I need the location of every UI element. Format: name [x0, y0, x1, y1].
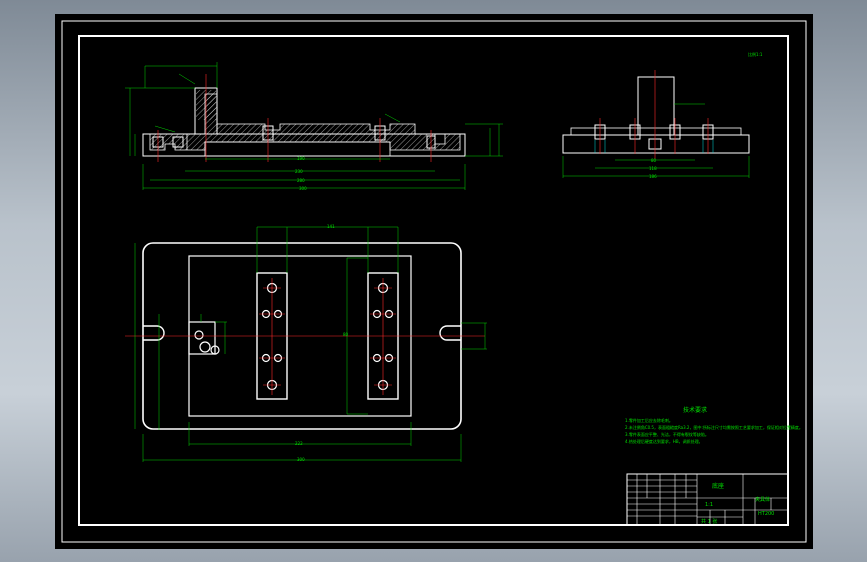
svg-text:80: 80 — [651, 158, 657, 163]
counterbore-left2 — [172, 136, 184, 148]
cad-drawing[interactable]: 比例1:1 — [55, 14, 813, 549]
slot-left — [143, 325, 165, 341]
svg-text:190: 190 — [297, 156, 305, 161]
material: HT200 — [758, 511, 774, 517]
drawing-sheet: 比例1:1 — [55, 14, 813, 549]
svg-text:118: 118 — [649, 166, 657, 171]
front-dimensions — [125, 62, 503, 190]
holes — [194, 282, 394, 391]
inner-border — [78, 35, 789, 526]
svg-text:186: 186 — [649, 174, 657, 179]
part-name: 底座 — [712, 482, 724, 490]
side-post — [637, 76, 675, 136]
drawing-number: 夹具体 — [755, 496, 770, 503]
svg-text:222: 222 — [295, 441, 303, 446]
plan-view: 300 222 141 80 — [125, 224, 487, 462]
tech-requirements: 技术要求 1.零件加工后应去除毛刺。 2.未注倒角C0.5，表面粗糙度Ra3.2… — [625, 406, 803, 444]
scale-value: 1:1 — [705, 502, 713, 508]
sheet-count: 共 1 张 — [701, 518, 717, 525]
tech-item-1: 1.零件加工后应去除毛刺。 — [625, 417, 673, 423]
slot-right — [439, 325, 461, 341]
post-block — [188, 321, 216, 355]
side-counterbores — [594, 124, 714, 150]
base-recess — [204, 141, 391, 157]
svg-text:300: 300 — [297, 457, 305, 462]
front-section-view: 190 230 280 300 — [125, 62, 503, 191]
side-base — [562, 134, 750, 154]
tech-item-2: 2.未注倒角C0.5，表面粗糙度Ra3.2，图中:所标注尺寸均需按照工艺要求加工… — [625, 424, 803, 430]
svg-text:230: 230 — [295, 169, 303, 174]
tech-item-4: 4.热处理后硬度达到要求，HB，调质处理。 — [625, 438, 703, 444]
tech-item-3: 3.零件表面应平整、光洁，不得有裂纹等缺陷。 — [625, 431, 709, 437]
side-step — [570, 127, 742, 136]
svg-text:280: 280 — [297, 178, 305, 183]
title-block: 底座 夹具体 1:1 HT200 共 1 张 — [626, 473, 789, 526]
outer-border — [61, 20, 807, 543]
svg-text:80: 80 — [343, 332, 349, 337]
svg-text:141: 141 — [327, 224, 335, 229]
plan-dimensions — [134, 226, 487, 462]
side-dimensions — [562, 103, 750, 178]
side-view: 80 118 186 — [562, 70, 750, 179]
scale-note: 比例1:1 — [748, 51, 763, 57]
svg-text:300: 300 — [299, 186, 307, 191]
tech-title: 技术要求 — [683, 406, 707, 414]
